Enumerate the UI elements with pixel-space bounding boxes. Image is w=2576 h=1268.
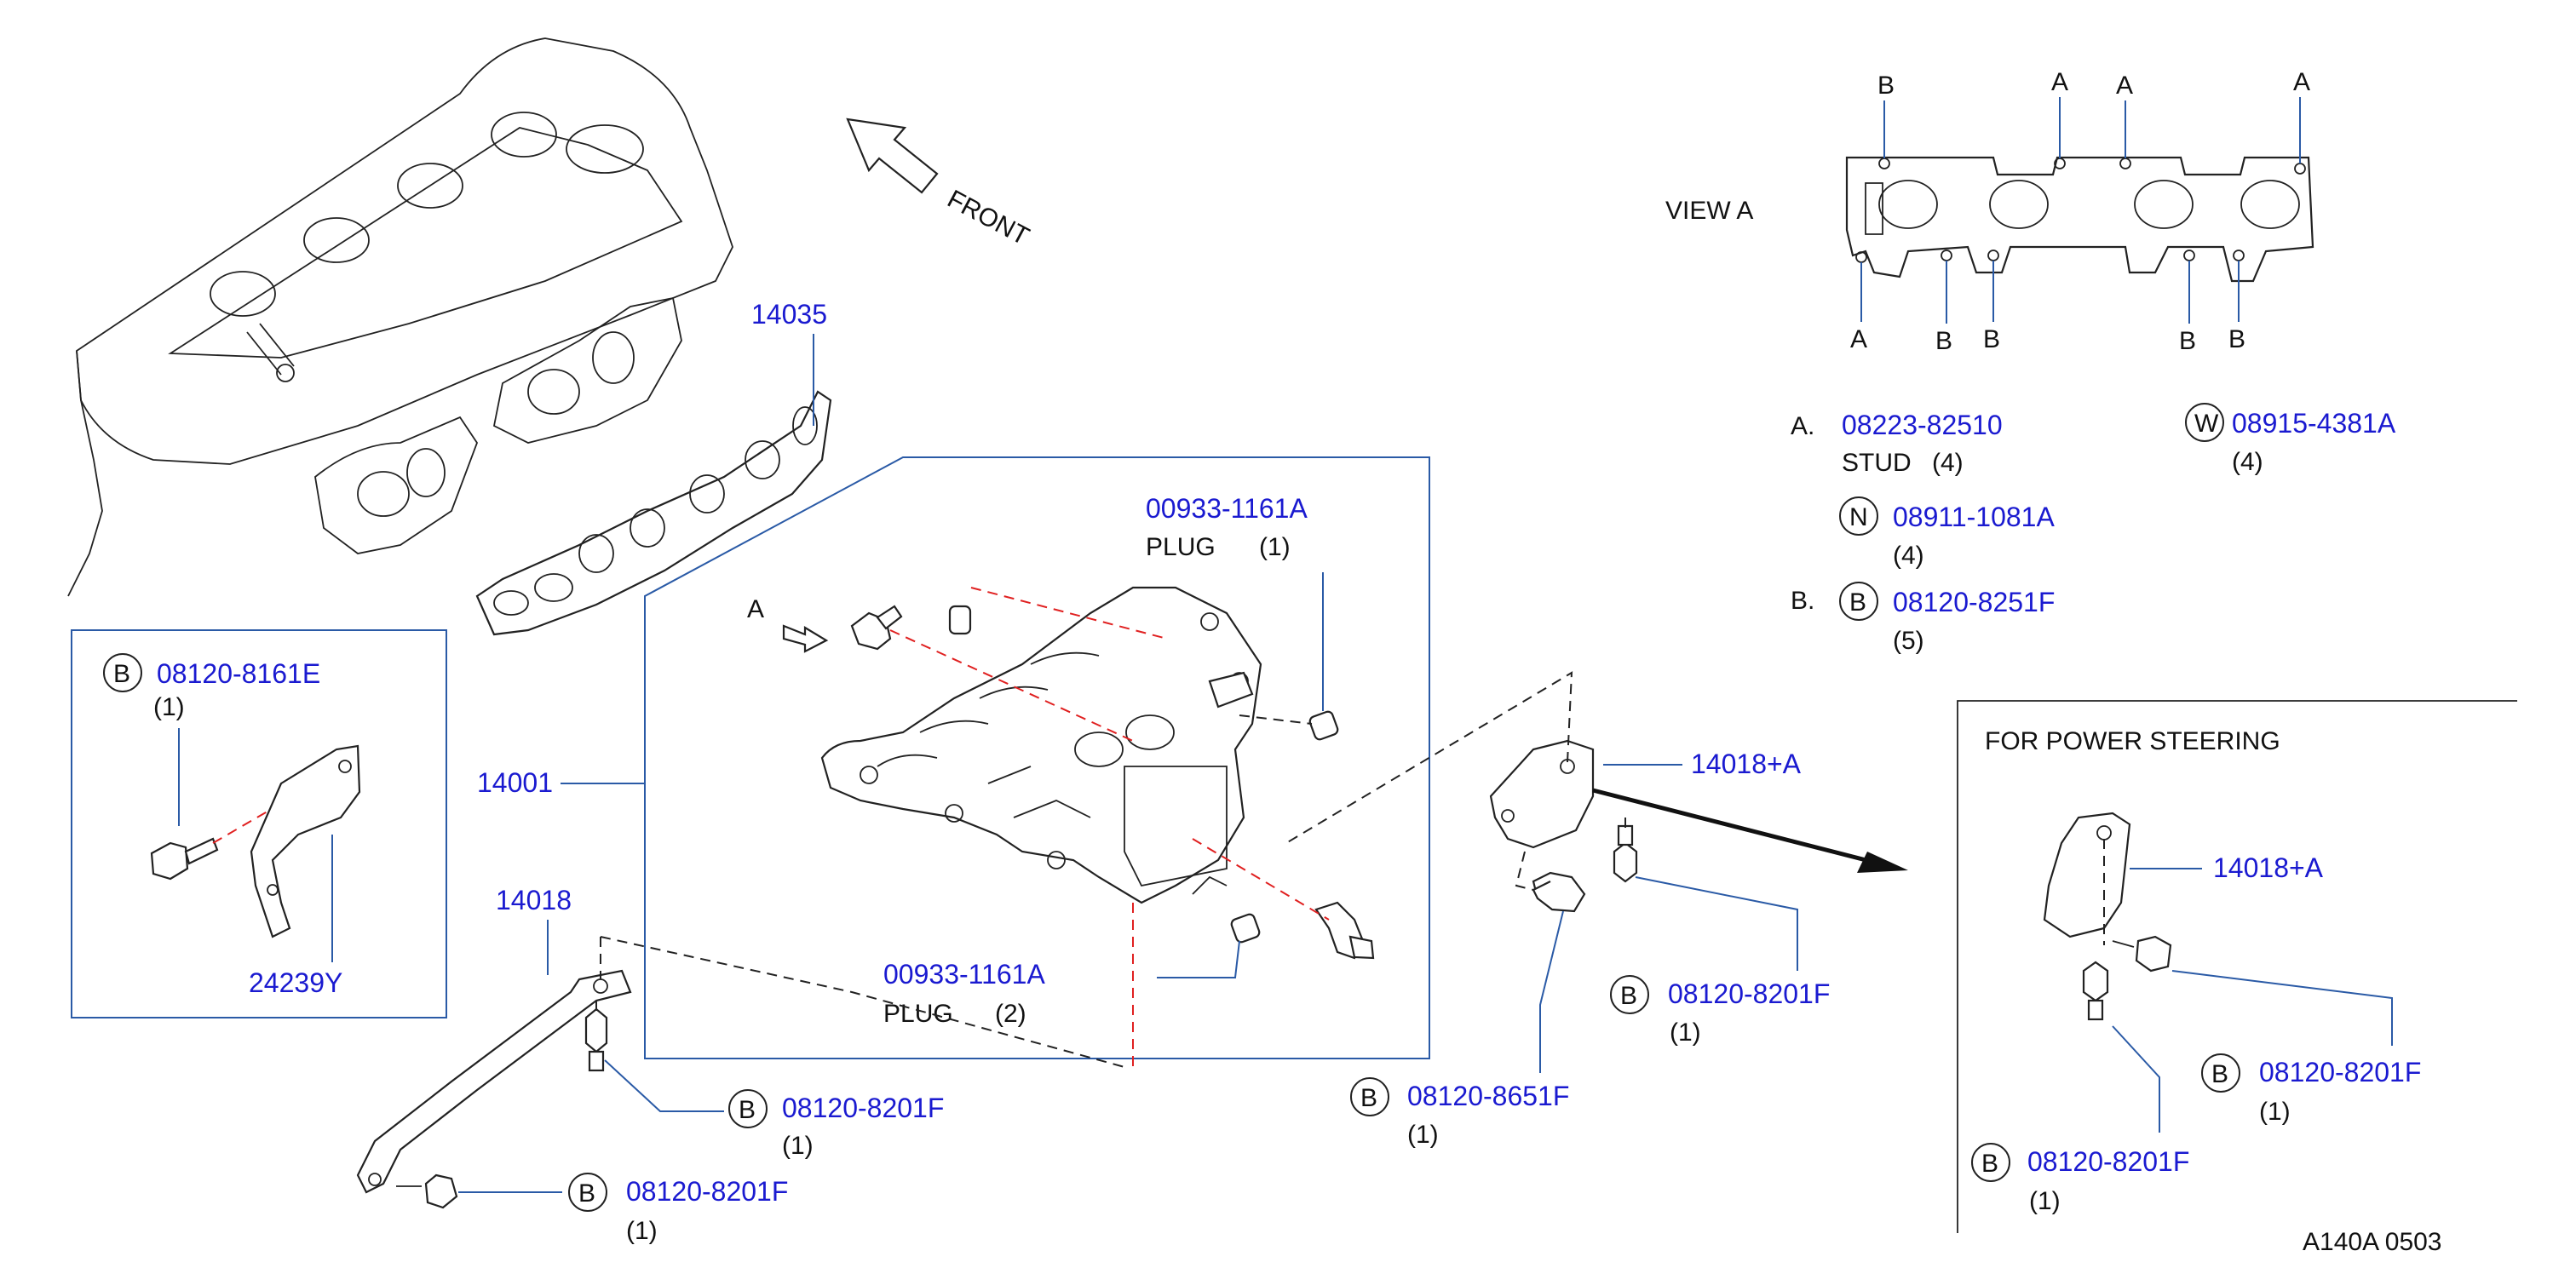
ps-bolt1-mark-icon [2201, 1053, 2240, 1093]
ps-bolt1-mark: B [2211, 1060, 2228, 1088]
ps-bolt2-mark: B [1981, 1150, 1998, 1178]
inset-bolt-qty: (1) [153, 693, 185, 721]
stay-bolt1-part-number: 08120-8201F [782, 1093, 944, 1123]
stay-bolt2-part-number: 08120-8201F [626, 1176, 788, 1207]
inset-bolt-mark: B [113, 660, 130, 688]
plug-bottom-qty: (2) [995, 1000, 1026, 1028]
inset-bolt-part-number: 08120-8161E [157, 658, 320, 689]
legend-stud-part-number: 08223-82510 [1842, 410, 2003, 440]
legend-stud-desc: STUD [1842, 449, 1912, 477]
ps-bolt1-part-number: 08120-8201F [2259, 1057, 2421, 1087]
stay-bolt1-mark: B [739, 1096, 756, 1124]
legend-bolt-qty: (5) [1893, 627, 1924, 655]
legend-washer-mark: W [2194, 410, 2219, 438]
legend-bolt-part-number: 08120-8251F [1893, 587, 2055, 617]
bracket-bolt1-part-number: 08120-8201F [1668, 978, 1830, 1009]
plug-bottom-illustration [1230, 913, 1261, 944]
view-a-letter-top-3: A [2116, 72, 2133, 100]
stay-bolt-1-illustration [584, 1007, 608, 1072]
ps-bolt1-qty: (1) [2259, 1098, 2291, 1126]
cap-illustration [948, 605, 972, 635]
bracket-bolt1-qty: (1) [1670, 1018, 1701, 1047]
front-label: FRONT [943, 185, 1034, 251]
left-inset-box [71, 629, 447, 1018]
view-a-letter-bottom-1: A [1850, 325, 1867, 353]
manifold-box [644, 456, 1430, 1059]
plug-top-right-illustration [1308, 710, 1339, 741]
stay-bracket-illustration [356, 969, 632, 1194]
stay-bolt1-mark-icon [728, 1089, 768, 1128]
manifold-part-number: 14001 [477, 767, 553, 798]
legend-washer-part-number: 08915-4381A [2232, 408, 2396, 439]
bracket-part-number: 14018+A [1691, 749, 1802, 779]
fastener-legend: A. 08223-82510 STUD (4) W 08915-4381A (4… [1791, 403, 2396, 655]
intake-manifold-illustration [820, 586, 1262, 904]
legend-stud-qty: (4) [1932, 449, 1964, 477]
power-steering-box [1957, 700, 2517, 1233]
nut-mark-icon [1839, 496, 1878, 536]
ps-bolt2-part-number: 08120-8201F [2027, 1146, 2189, 1177]
view-a-letter-bottom-2: B [1935, 327, 1952, 355]
power-steering-part-number: 14018+A [2213, 852, 2324, 883]
view-a-label: VIEW A [1665, 197, 1753, 225]
bracket-bolt-2-illustration [1532, 871, 1586, 913]
view-arrow-letter: A [747, 595, 764, 623]
ps-bolt2-qty: (1) [2029, 1187, 2061, 1215]
view-a-letter-bottom-5: B [2228, 325, 2245, 353]
view-a-letter-top-2: A [2051, 68, 2068, 96]
bracket-bolt2-part-number: 08120-8651F [1407, 1081, 1569, 1111]
gasket-part-number: 14035 [751, 299, 827, 330]
bracket-bolt1-mark: B [1620, 982, 1637, 1010]
plug-top-desc: PLUG [1146, 533, 1216, 561]
bolt-mark-icon [1839, 582, 1878, 621]
power-steering-bolt-1-illustration [2112, 935, 2172, 973]
ps-bolt2-mark-icon [1971, 1143, 2010, 1182]
view-a-letter-bottom-4: B [2179, 327, 2196, 355]
power-steering-title: FOR POWER STEERING [1985, 727, 2280, 755]
plug-top-qty: (1) [1259, 533, 1291, 561]
inset-bolt-mark-icon [103, 653, 142, 692]
fitting-illustration [1314, 901, 1375, 960]
washer-mark-icon [2185, 403, 2224, 442]
stay-part-number: 14018 [496, 885, 572, 915]
plug-bottom-desc: PLUG [883, 1000, 953, 1028]
power-steering-bracket-illustration [2043, 812, 2131, 938]
stay-bolt2-mark-icon [568, 1173, 607, 1212]
direction-arrowhead-icon [1857, 852, 1908, 873]
legend-nut-part-number: 08911-1081A [1893, 502, 2055, 532]
inset-bracket-part-number: 24239Y [249, 967, 342, 998]
stay-bolt2-mark: B [578, 1179, 595, 1208]
intake-gasket-illustration [475, 390, 832, 636]
legend-nut-mark: N [1849, 503, 1868, 531]
view-a-letter-bottom-3: B [1983, 325, 2000, 353]
bracket-bolt2-mark: B [1360, 1084, 1377, 1112]
plug-top-part-number: 00933-1161A [1146, 493, 1308, 524]
front-arrow-icon [846, 118, 939, 194]
view-a-letter-top-4: A [2293, 68, 2310, 96]
power-steering-bolt-2-illustration [2082, 961, 2109, 1021]
stay-bolt1-qty: (1) [782, 1132, 814, 1160]
bracket-illustration [1489, 739, 1595, 849]
view-direction-arrow-icon [782, 624, 829, 653]
view-a-gasket-outline [1845, 156, 2314, 283]
bracket-bolt-1-illustration [1613, 824, 1638, 883]
inset-bolt-illustration [150, 837, 219, 881]
legend-nut-qty: (4) [1893, 542, 1924, 570]
legend-washer-qty: (4) [2232, 448, 2263, 476]
stay-bolt-2-illustration [396, 1173, 458, 1209]
plug-bottom-part-number: 00933-1161A [883, 959, 1045, 990]
legend-a-prefix: A. [1791, 412, 1814, 440]
legend-b-prefix: B. [1791, 587, 1814, 615]
drawing-code: A140A 0503 [2303, 1228, 2442, 1256]
stay-bolt2-qty: (1) [626, 1217, 658, 1245]
view-a-letter-top-1: B [1877, 72, 1895, 100]
legend-bolt-mark: B [1849, 588, 1866, 617]
engine-head-illustration [67, 37, 733, 597]
plug-top-left-illustration [850, 605, 903, 651]
inset-bracket-illustration [250, 744, 361, 938]
bracket-bolt2-qty: (1) [1407, 1121, 1439, 1149]
bracket-bolt2-mark-icon [1350, 1077, 1389, 1116]
bracket-bolt1-mark-icon [1610, 975, 1649, 1014]
